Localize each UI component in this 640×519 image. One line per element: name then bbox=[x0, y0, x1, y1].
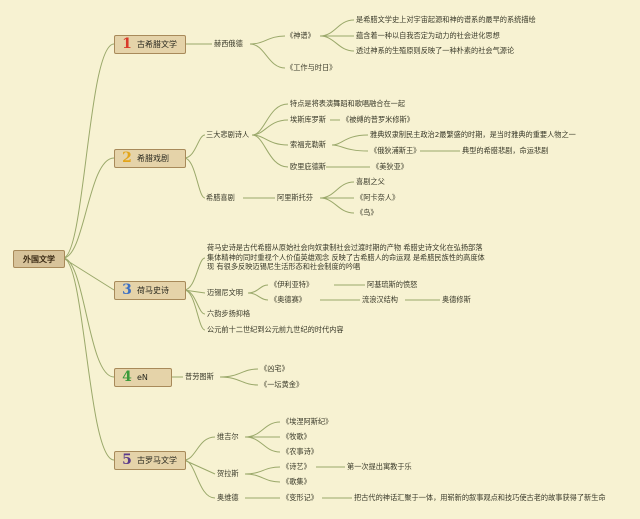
node-aristophanes[interactable]: 阿里斯托芬 bbox=[277, 193, 313, 202]
node-pot-of-gold[interactable]: 《一坛黄金》 bbox=[260, 380, 304, 389]
node-greek-comedy[interactable]: 希腊喜剧 bbox=[206, 193, 235, 202]
note-homer-intro[interactable]: 荷马史诗是古代希腊从原始社会向奴隶制社会过渡时期的产物 希腊史诗文化在弘扬部落集… bbox=[207, 243, 485, 271]
node-odes[interactable]: 《歌集》 bbox=[282, 477, 311, 486]
main-node-label: 希腊戏剧 bbox=[137, 154, 169, 163]
main-node-greek-literature[interactable]: 1 古希腊文学 bbox=[114, 35, 186, 54]
note-tragedy-feature[interactable]: 特点是将表演舞蹈和歌唱融合在一起 bbox=[290, 99, 406, 108]
number-4: 4 bbox=[122, 369, 132, 385]
main-node-roman-literature[interactable]: 5 古罗马文学 bbox=[114, 451, 186, 470]
note-theogony-2[interactable]: 蕴含着一种以自我否定为动力的社会进化思想 bbox=[356, 31, 500, 40]
note-sophocles[interactable]: 雅典奴隶制民主政治2最繁盛的时期，是当时雅典的重要人物之一 bbox=[370, 130, 576, 139]
note-metre[interactable]: 六韵步扬抑格 bbox=[207, 309, 251, 318]
node-euripides[interactable]: 欧里庇德斯 bbox=[290, 162, 326, 171]
node-iliad[interactable]: 《伊利亚特》 bbox=[270, 280, 314, 289]
node-hesiod[interactable]: 赫西俄德 bbox=[214, 39, 243, 48]
main-node-label: eN bbox=[137, 373, 148, 382]
note-metamorphoses[interactable]: 把古代的神话汇聚于一体，用崭新的叙事观点和技巧使古老的故事获得了新生命 bbox=[354, 493, 606, 502]
node-ovid[interactable]: 奥维德 bbox=[217, 493, 239, 502]
main-node-label: 古罗马文学 bbox=[137, 456, 177, 465]
node-virgil[interactable]: 维吉尔 bbox=[217, 432, 239, 441]
note-theogony-3[interactable]: 透过神系的生殖原则反映了一种朴素的社会气源论 bbox=[356, 46, 515, 55]
node-horace[interactable]: 贺拉斯 bbox=[217, 469, 239, 478]
note-ars-poetica[interactable]: 第一次提出寓教于乐 bbox=[347, 462, 412, 471]
note-odyssey-structure[interactable]: 流浪汉结构 bbox=[362, 295, 398, 304]
node-eclogues[interactable]: 《牧歌》 bbox=[282, 432, 311, 441]
node-birds[interactable]: 《鸟》 bbox=[356, 208, 378, 217]
note-era[interactable]: 公元前十二世纪到公元前九世纪的时代内容 bbox=[207, 325, 344, 334]
note-father-of-comedy[interactable]: 喜剧之父 bbox=[356, 177, 385, 186]
node-mycenaean-civilization[interactable]: 迈锡尼文明 bbox=[207, 288, 243, 297]
node-haunted-house[interactable]: 《凶宅》 bbox=[260, 364, 289, 373]
main-node-homeric-epic[interactable]: 3 荷马史诗 bbox=[114, 281, 186, 300]
main-node-en[interactable]: 4 eN bbox=[114, 368, 172, 387]
note-theogony-1[interactable]: 是希腊文学史上对宇宙起源和神的谱系的最早的系统描绘 bbox=[356, 15, 536, 24]
node-odyssey[interactable]: 《奥德赛》 bbox=[270, 295, 306, 304]
number-2: 2 bbox=[122, 150, 132, 166]
note-iliad[interactable]: 阿基琉斯的愤怒 bbox=[367, 280, 418, 289]
node-metamorphoses[interactable]: 《变形记》 bbox=[282, 493, 318, 502]
node-georgics[interactable]: 《农事诗》 bbox=[282, 447, 318, 456]
node-ars-poetica[interactable]: 《诗艺》 bbox=[282, 462, 311, 471]
main-node-label: 古希腊文学 bbox=[137, 40, 177, 49]
node-works-and-days[interactable]: 《工作与时日》 bbox=[286, 63, 337, 72]
node-three-tragedians[interactable]: 三大悲剧诗人 bbox=[206, 130, 250, 139]
node-prometheus-bound[interactable]: 《被缚的普罗米修斯》 bbox=[342, 115, 414, 124]
node-aeschylus[interactable]: 埃斯库罗斯 bbox=[290, 115, 326, 124]
main-node-greek-drama[interactable]: 2 希腊戏剧 bbox=[114, 149, 186, 168]
node-aeneid[interactable]: 《埃涅阿斯纪》 bbox=[282, 417, 333, 426]
node-odysseus[interactable]: 奥德修斯 bbox=[442, 295, 471, 304]
note-oedipus-rex[interactable]: 典型的希腊悲剧，命运悲剧 bbox=[462, 146, 549, 155]
number-5: 5 bbox=[122, 452, 132, 468]
node-medea[interactable]: 《美狄亚》 bbox=[372, 162, 408, 171]
node-theogony[interactable]: 《神谱》 bbox=[286, 31, 315, 40]
number-3: 3 bbox=[122, 282, 132, 298]
node-acharnians[interactable]: 《阿卡奈人》 bbox=[356, 193, 400, 202]
number-1: 1 bbox=[122, 36, 132, 52]
node-sophocles[interactable]: 索福克勒斯 bbox=[290, 140, 326, 149]
node-oedipus-rex[interactable]: 《俄狄浦斯王》 bbox=[370, 146, 421, 155]
node-plautus[interactable]: 普劳图斯 bbox=[185, 372, 214, 381]
main-node-label: 荷马史诗 bbox=[137, 286, 169, 295]
root-node[interactable]: 外国文学 bbox=[13, 250, 65, 268]
